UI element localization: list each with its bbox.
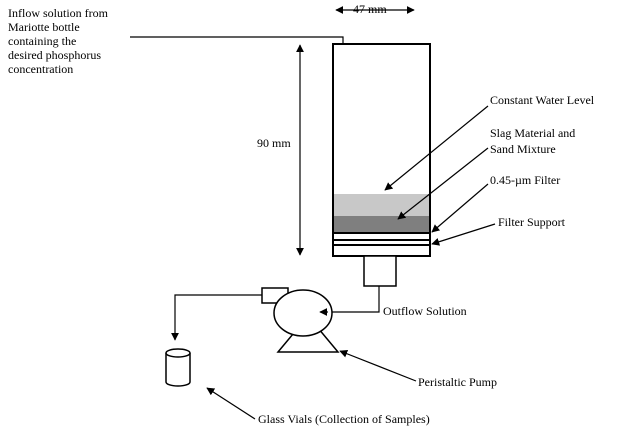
constant-water-level-label: Constant Water Level [490, 93, 595, 107]
vials-label: Glass Vials (Collection of Samples) [258, 412, 430, 426]
outflow-label: Outflow Solution [383, 304, 467, 318]
height-dimension-label: 90 mm [257, 136, 291, 150]
slag-material-label: Slag Material and Sand Mixture [490, 126, 578, 156]
pump-icon [261, 287, 340, 353]
filter-support-arrow [431, 223, 496, 246]
vial-icon [165, 348, 191, 387]
pump-label: Peristaltic Pump [418, 375, 497, 389]
slag-dark-layer [334, 216, 429, 232]
water-level-arrow [384, 105, 489, 191]
width-dimension-label: 47 mm [353, 2, 387, 16]
pump-arrow [339, 349, 417, 382]
column-outlet [363, 255, 397, 287]
filter-support-label: Filter Support [498, 215, 566, 229]
slag-light-layer [334, 194, 429, 216]
slag-arrow [397, 147, 489, 220]
filter-label: 0.45-µm Filter [490, 173, 560, 187]
vials-arrow [206, 387, 256, 420]
pump-outlet-tube [171, 294, 262, 341]
outflow-tube [328, 286, 380, 313]
inflow-tube [130, 36, 347, 201]
filter-arrow [431, 183, 489, 233]
inflow-label: Inflow solution from Mariotte bottle con… [8, 6, 111, 76]
